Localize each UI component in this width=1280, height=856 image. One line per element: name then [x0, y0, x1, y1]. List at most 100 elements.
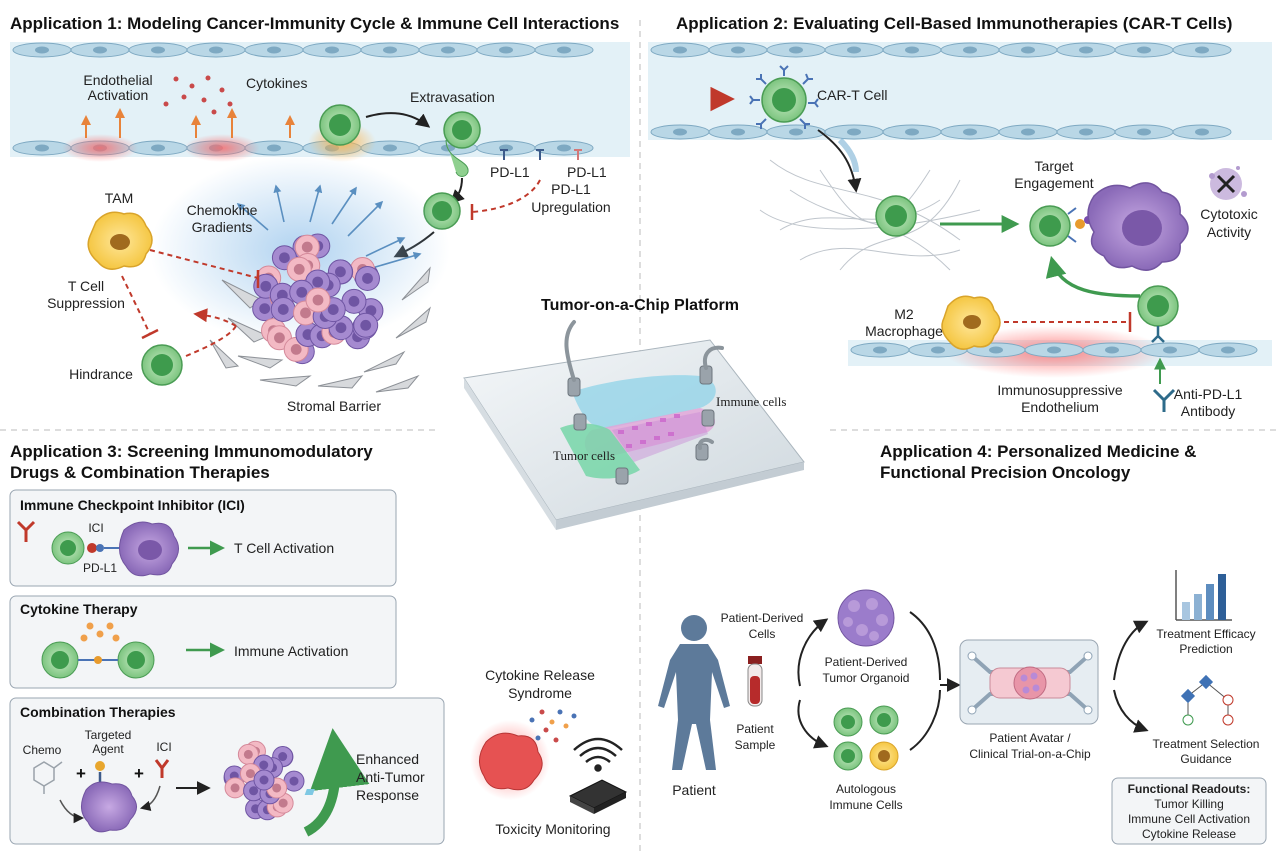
tumor-cell-nucleus [230, 783, 240, 793]
endothelial-nucleus [989, 346, 1003, 354]
cytokine-result-label: Immune Activation [234, 643, 348, 659]
tumor-cell-nucleus [272, 783, 282, 793]
endothelial-nucleus [35, 144, 49, 152]
suppressed-tcell [1137, 285, 1179, 343]
target-tumor-cell [1087, 182, 1189, 271]
cytokine-box: Cytokine Therapy Immune Activation [9, 595, 397, 689]
endothelial-nucleus [93, 46, 107, 54]
endothelial-nucleus [383, 46, 397, 54]
tumor-cell-nucleus [245, 769, 255, 779]
to-organoid-arrow [797, 618, 829, 687]
app2-lower-endothelium [850, 342, 1258, 358]
anti-pdl1-antibody [1152, 388, 1176, 412]
endothelial-nucleus [1221, 346, 1235, 354]
stromal-fibroblasts [209, 266, 431, 393]
tumor-cell-nucleus [312, 276, 324, 288]
app1-endothelium-top [12, 42, 594, 58]
pdl1-label-b: PD-L1 [567, 164, 607, 180]
endothelial-nucleus [1047, 346, 1061, 354]
endothelial-nucleus [499, 46, 513, 54]
tcell-suppression-line2: Suppression [47, 295, 125, 311]
crs-cytokine-dots [529, 709, 577, 743]
target-engagement-line1: Target [1035, 158, 1074, 174]
cytokines-label: Cytokines [246, 75, 307, 91]
toxicity-monitoring-label: Toxicity Monitoring [495, 821, 610, 837]
patient-derived-cells-line1: Patient-Derived [721, 611, 804, 625]
combo-tumor-spheroid [223, 740, 305, 821]
hindrance-arrow [186, 314, 237, 357]
app1-blood-vessel [10, 42, 630, 162]
patient-sample-line1: Patient [736, 722, 774, 736]
tam-to-tcell-line [121, 275, 151, 335]
extravasation-arrow-1 [365, 112, 431, 128]
autologous-line1: Autologous [836, 782, 896, 796]
endothelial-nucleus [151, 144, 165, 152]
app3-title-line1: Application 3: Screening Immunomodulator… [10, 442, 373, 461]
tumor-cell-nucleus [289, 776, 299, 786]
organoid-line2: Tumor Organoid [823, 671, 910, 685]
readout-2: Immune Cell Activation [1128, 812, 1250, 826]
pdl1-upregulation-line1: PD-L1 [551, 181, 591, 197]
endothelial-nucleus [1079, 46, 1093, 54]
tumor-cell-nucleus [335, 266, 346, 278]
chemokine-gradients-line2: Gradients [192, 219, 253, 235]
combo-plus-1: + [76, 764, 86, 783]
efficacy-bar-chart-icon [1175, 570, 1232, 621]
wifi-icon [573, 737, 623, 772]
patient-avatar-chip [959, 639, 1099, 725]
tumor-cell-nucleus [300, 307, 311, 319]
crs-line1: Cytokine Release [485, 667, 595, 683]
app2-lower-vessel [848, 326, 1272, 378]
avatar-line1: Patient Avatar / [989, 731, 1071, 745]
endothelial-nucleus [789, 46, 803, 54]
tam-label: TAM [105, 190, 134, 206]
endothelial-nucleus [789, 128, 803, 136]
app1-title: Application 1: Modeling Cancer-Immunity … [10, 14, 619, 33]
hindered-tcell [141, 344, 183, 386]
combination-box-title: Combination Therapies [20, 704, 176, 720]
patient-label: Patient [672, 782, 716, 798]
readouts-title: Functional Readouts: [1128, 782, 1251, 796]
patient-organoid [837, 589, 895, 647]
endothelial-activation-line2: Activation [88, 87, 149, 103]
target-engagement-line2: Engagement [1014, 175, 1094, 191]
tumor-cell-nucleus [279, 252, 290, 264]
avatar-line2: Clinical Trial-on-a-Chip [969, 747, 1091, 761]
m2-macrophage-line1: M2 [894, 306, 914, 322]
engaged-car-t [1029, 205, 1071, 247]
enhanced-line1: Enhanced [356, 751, 419, 767]
organoid-line1: Patient-Derived [825, 655, 908, 669]
immunosuppressive-endothelium-line1: Immunosuppressive [997, 382, 1122, 398]
enhanced-line2: Anti-Tumor [356, 769, 425, 785]
endothelial-nucleus [873, 346, 887, 354]
tumor-cell-nucleus [259, 303, 271, 314]
tumor-cell-nucleus [243, 749, 253, 759]
decision-tree-icon [1180, 674, 1234, 726]
to-selection-arrow [1113, 689, 1149, 733]
pdl1-receptors [500, 149, 582, 160]
endothelial-nucleus [731, 128, 745, 136]
tumor-cell-nucleus [335, 322, 347, 334]
app2-title: Application 2: Evaluating Cell-Based Imm… [676, 14, 1232, 33]
endothelial-activation-arrows [81, 108, 295, 138]
endothelial-nucleus [209, 46, 223, 54]
tumor-cell-nucleus [277, 304, 289, 315]
endothelial-nucleus [441, 46, 455, 54]
combo-ici-icon [154, 759, 170, 778]
tam-cell [87, 211, 153, 270]
to-efficacy-arrow [1113, 620, 1149, 681]
endothelial-nucleus [905, 46, 919, 54]
cytokine-box-title: Cytokine Therapy [20, 601, 138, 617]
endothelial-nucleus [35, 46, 49, 54]
endothelial-nucleus [151, 46, 165, 54]
car-t-cell-label: CAR-T Cell [817, 87, 888, 103]
tumor-cell-nucleus [293, 263, 305, 275]
immunosuppressive-endothelium-line2: Endothelium [1021, 399, 1099, 415]
selection-line2: Guidance [1180, 752, 1232, 766]
patient-sample-line2: Sample [735, 738, 776, 752]
ici-blocker [87, 543, 97, 553]
tumor-cell-nucleus [312, 294, 324, 306]
crs-cell [479, 732, 543, 791]
endothelial-nucleus [1021, 46, 1035, 54]
